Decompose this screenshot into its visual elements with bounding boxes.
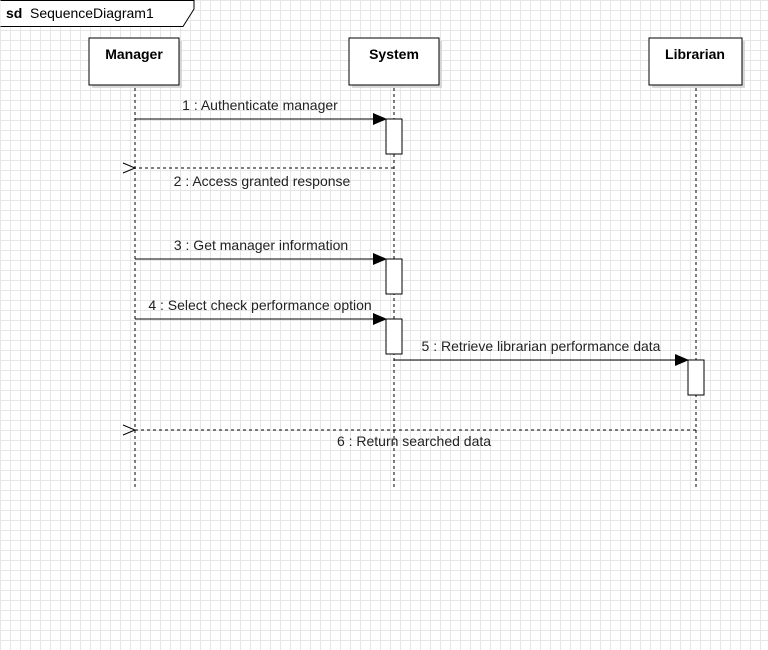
message-1-label: 1 : Authenticate manager — [182, 97, 338, 113]
lifeline-manager-name: Manager — [105, 46, 163, 62]
message-3-label: 3 : Get manager information — [174, 237, 348, 253]
message-6-label: 6 : Return searched data — [337, 433, 491, 449]
message-6[interactable]: 6 : Return searched data — [135, 430, 696, 449]
frame-name: SequenceDiagram1 — [30, 5, 154, 21]
message-4-label: 4 : Select check performance option — [148, 297, 371, 313]
lifeline-librarian[interactable]: Librarian — [648, 37, 745, 88]
activation-system-3[interactable] — [385, 318, 403, 355]
diagram-frame-tab: sd SequenceDiagram1 — [0, 0, 195, 27]
activation-system-2[interactable] — [385, 258, 403, 295]
message-3[interactable]: 3 : Get manager information — [135, 237, 387, 265]
message-1[interactable]: 1 : Authenticate manager — [135, 97, 387, 125]
message-4[interactable]: 4 : Select check performance option — [135, 297, 387, 325]
lifeline-manager[interactable]: Manager — [88, 37, 182, 88]
activation-system-1[interactable] — [385, 118, 403, 155]
message-5-label: 5 : Retrieve librarian performance data — [422, 338, 661, 354]
message-2[interactable]: 2 : Access granted response — [135, 168, 394, 189]
message-5[interactable]: 5 : Retrieve librarian performance data — [394, 338, 689, 366]
activation-librarian-1[interactable] — [687, 359, 705, 396]
lifeline-system[interactable]: System — [348, 37, 442, 88]
message-2-label: 2 : Access granted response — [174, 173, 351, 189]
lifeline-system-name: System — [369, 46, 419, 62]
lifeline-librarian-name: Librarian — [665, 46, 725, 62]
frame-keyword: sd — [6, 5, 22, 21]
